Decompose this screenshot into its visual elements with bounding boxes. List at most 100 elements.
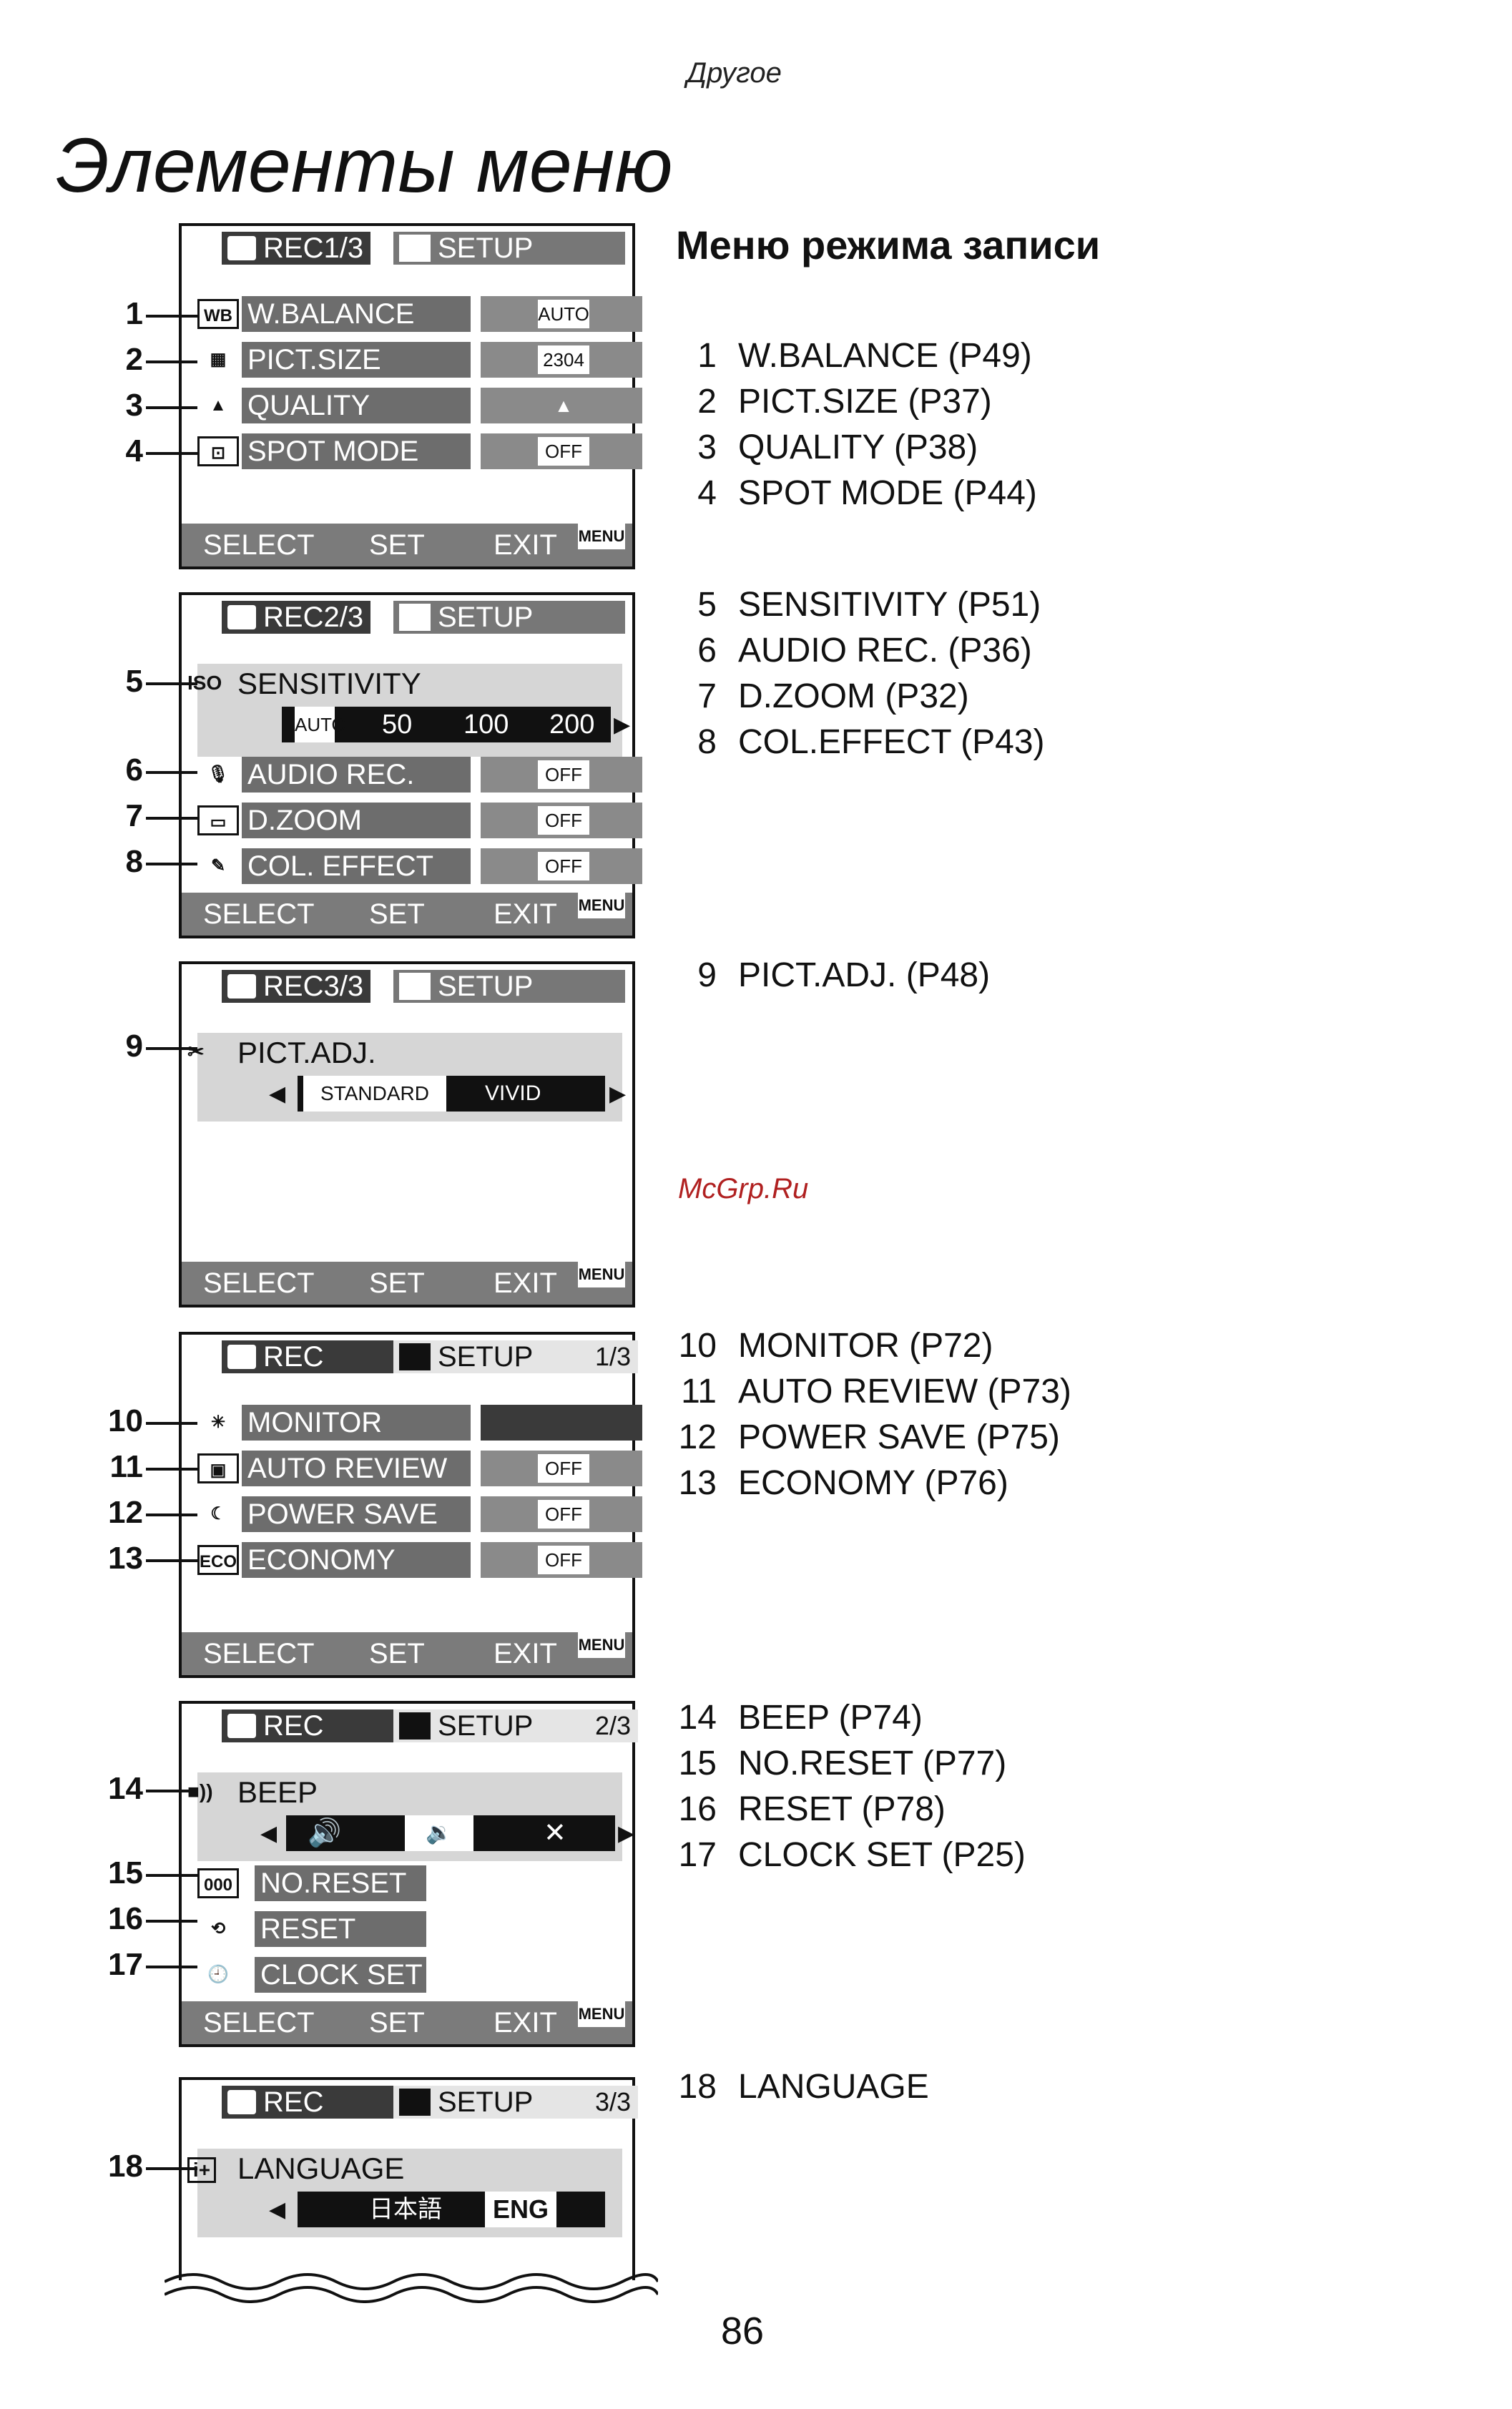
menu-screen-rec3: REC3/3 SETUP ✂ PICT.ADJ. ◀ STANDARD VIVI… (179, 961, 635, 1307)
camera-icon (227, 974, 256, 999)
arrow-right-icon: ▶ (618, 1822, 635, 1845)
callout-leader (146, 1422, 197, 1425)
callout-number: 10 (108, 1403, 143, 1438)
menu-screen-rec2: REC2/3 SETUP ISO SENSITIVITY AUTO 50 100… (179, 592, 642, 938)
brightness-icon: ✳ (197, 1408, 239, 1438)
callout-number: 11 (109, 1449, 143, 1484)
clock-icon: 🕘 (197, 1960, 239, 1990)
menu-button-icon: MENU (578, 524, 625, 549)
sensitivity-panel: ISO SENSITIVITY AUTO 50 100 200 ▶ (187, 664, 630, 757)
arrow-left-icon: ◀ (269, 2198, 286, 2222)
callout-number: 12 (108, 1495, 143, 1530)
callout-number: 7 (125, 798, 143, 833)
callout-leader (146, 406, 197, 409)
color-effect-icon: ✎ (197, 851, 239, 881)
spot-mode-icon: ⊡ (197, 436, 239, 466)
callout-leader (146, 1047, 197, 1050)
language-options: 日本語 ENG (298, 2192, 605, 2227)
callout-number: 5 (125, 664, 143, 699)
callout-leader (146, 771, 197, 774)
callout-number: 15 (108, 1855, 143, 1890)
tab-setup: SETUP (393, 970, 625, 1003)
quality-value-icon: ▲ (554, 395, 573, 416)
screen-footer: SELECT SET EXIT MENU (182, 1632, 632, 1675)
wrench-icon (399, 235, 431, 262)
tab-rec: REC3/3 (222, 970, 371, 1003)
screen-footer: SELECT SET EXIT MENU (182, 1262, 632, 1305)
monitor-level-scale (481, 1405, 642, 1441)
callout-leader (146, 2167, 197, 2170)
callout-number: 4 (125, 433, 143, 468)
arrow-right-icon: ▶ (609, 1082, 627, 1106)
callout-leader (146, 315, 197, 318)
menu-button-icon: MENU (578, 1262, 625, 1287)
camera-icon (227, 2090, 256, 2114)
tab-rec: REC1/3 (222, 232, 371, 265)
wb-icon: WB (197, 299, 239, 329)
reset-icon: ⟲ (197, 1914, 239, 1944)
callout-leader (146, 1559, 197, 1562)
callout-leader (146, 863, 197, 865)
camera-icon (227, 1714, 256, 1738)
microphone-icon: 🎙 (197, 760, 239, 790)
pictadj-options: STANDARD VIVID (298, 1076, 605, 1112)
sensitivity-options: AUTO 50 100 200 (282, 707, 611, 742)
camera-icon (227, 236, 256, 260)
speaker-loud-icon: 🔊 (308, 1818, 342, 1848)
dzoom-icon: ▭ (197, 805, 239, 835)
value-box: AUTO (538, 300, 589, 328)
callout-leader (146, 817, 197, 820)
header-category: Другое (687, 57, 782, 89)
power-save-icon: ☾ (197, 1499, 239, 1529)
callout-number: 3 (125, 388, 143, 423)
value-box: OFF (538, 437, 589, 466)
tab-rec: REC (222, 2086, 406, 2119)
page-number: 86 (721, 2310, 765, 2352)
arrow-left-icon: ◀ (269, 1082, 286, 1106)
menu-screen-rec1: REC1/3 SETUP WB W.BALANCE AUTO ▦ PICT.SI… (179, 223, 642, 569)
callout-number: 14 (108, 1771, 143, 1806)
beep-options: 🔊 🔉 ✕ (286, 1815, 615, 1851)
callout-leader (146, 1468, 197, 1471)
screen-footer: SELECT SET EXIT MENU (182, 893, 632, 936)
wrench-icon (399, 1343, 431, 1370)
speaker-mute-icon: ✕ (544, 1818, 566, 1848)
menu-button-icon: MENU (578, 2001, 625, 2027)
callout-leader (146, 1790, 197, 1792)
callout-leader (146, 1513, 197, 1516)
wrench-icon (399, 2089, 431, 2116)
tab-setup: SETUP (393, 232, 625, 265)
quality-icon: ▲ (197, 391, 239, 421)
callout-leader (146, 1966, 197, 1968)
camera-icon (227, 605, 256, 629)
screen-footer: SELECT SET EXIT MENU (182, 2001, 632, 2044)
speaker-soft-icon: 🔉 (405, 1815, 473, 1851)
callout-leader (146, 1920, 197, 1923)
language-icon: i+ (187, 2157, 216, 2183)
torn-edge-wave (165, 2273, 658, 2303)
callout-number: 1 (125, 296, 143, 331)
section-title: Меню режима записи (676, 222, 1101, 268)
arrow-right-icon: ▶ (614, 713, 631, 737)
callout-leader (146, 360, 197, 363)
pict-adj-icon: ✂ (187, 1041, 205, 1063)
beep-panel: ■)) BEEP ◀ 🔊 🔉 ✕ ▶ (187, 1772, 634, 1861)
watermark: McGrp.Ru (678, 1173, 809, 1204)
eco-icon: ECO (197, 1545, 239, 1575)
screen-tabbar: REC1/3 SETUP (182, 226, 632, 270)
callout-number: 16 (108, 1901, 143, 1936)
callout-number: 17 (108, 1947, 143, 1982)
callout-number: 9 (125, 1029, 143, 1064)
tab-setup: SETUP (393, 601, 625, 634)
callout-number: 18 (108, 2149, 143, 2184)
callout-number: 13 (108, 1541, 143, 1576)
wrench-icon (399, 973, 431, 1000)
language-panel: i+ LANGUAGE ◀ 日本語 ENG (187, 2149, 622, 2237)
tab-rec: REC (222, 1340, 406, 1373)
